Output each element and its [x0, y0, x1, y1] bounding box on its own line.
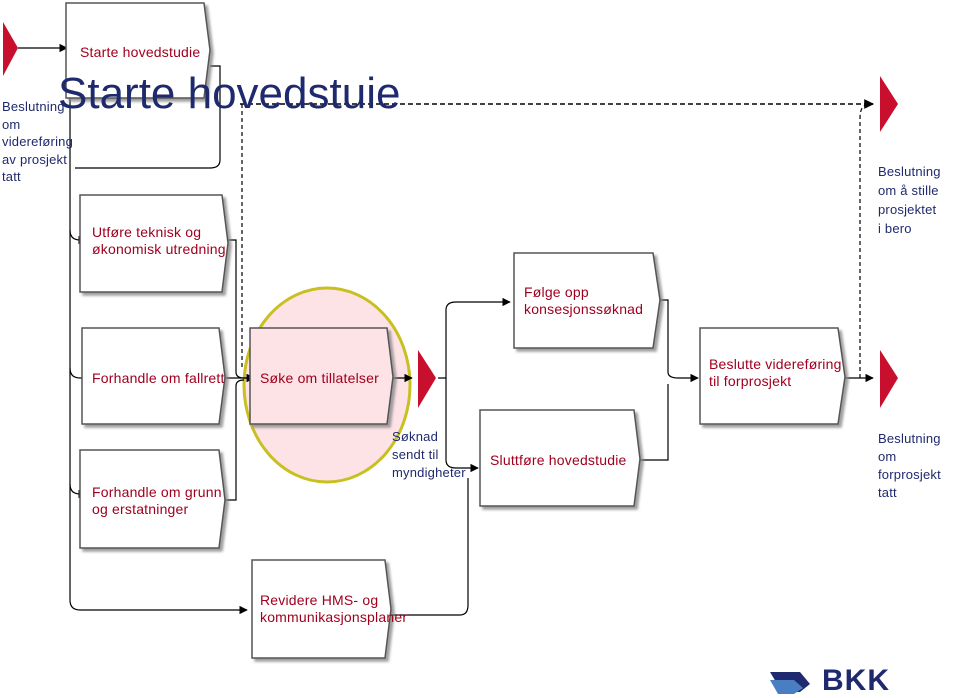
box-revidere [251, 559, 392, 659]
title-overlay: Starte hovedstuie [58, 69, 401, 118]
event-label-bero: Beslutning om å stille prosjektet i bero [878, 164, 941, 236]
event-marker-start [3, 22, 18, 76]
box-label-forhandle-grunn: Forhandle om grunn og erstatninger [92, 484, 222, 517]
box-label-soke-tillatelser: Søke om tillatelser [260, 370, 379, 386]
event-marker-bero [880, 76, 898, 132]
bkk-logo-text: BKK [822, 664, 890, 697]
connector-lines [18, 43, 874, 616]
box-starte-hovedstudie [65, 2, 211, 99]
event-marker-soknad [418, 350, 436, 408]
box-utfore [79, 194, 229, 293]
box-forhandle-grunn [79, 449, 226, 549]
box-label-starte-hovedstudie: Starte hovedstudie [80, 44, 201, 60]
box-label-sluttfore: Sluttføre hovedstudie [490, 452, 627, 468]
box-soke-tillatelser [249, 327, 394, 425]
event-label-start: Beslutning om videreføring av prosjekt t… [2, 99, 74, 184]
bkk-logo-mark [770, 672, 810, 694]
event-marker-forprosjekt [880, 350, 898, 408]
box-beslutte [699, 327, 846, 425]
box-label-revidere: Revidere HMS- og kommunikasjonsplaner [260, 592, 408, 625]
process-boxes [65, 2, 846, 659]
event-label-forprosjekt: Beslutning om forprosjekt tatt [878, 431, 941, 500]
event-label-soknad-sendt: Søknad sendt til myndigheter [392, 429, 466, 480]
box-label-beslutte: Beslutte videreføring til forprosjekt [709, 356, 842, 389]
box-forhandle-fallrett [81, 327, 226, 425]
box-label-forhandle-fallrett: Forhandle om fallrett [92, 370, 225, 386]
event-markers [3, 22, 898, 408]
box-label-utfore: Utføre teknisk og økonomisk utredning [92, 224, 226, 257]
box-label-folge-opp: Følge opp konsesjonssøknad [524, 284, 644, 317]
box-sluttfore [479, 409, 641, 507]
box-folge-opp [513, 252, 661, 349]
